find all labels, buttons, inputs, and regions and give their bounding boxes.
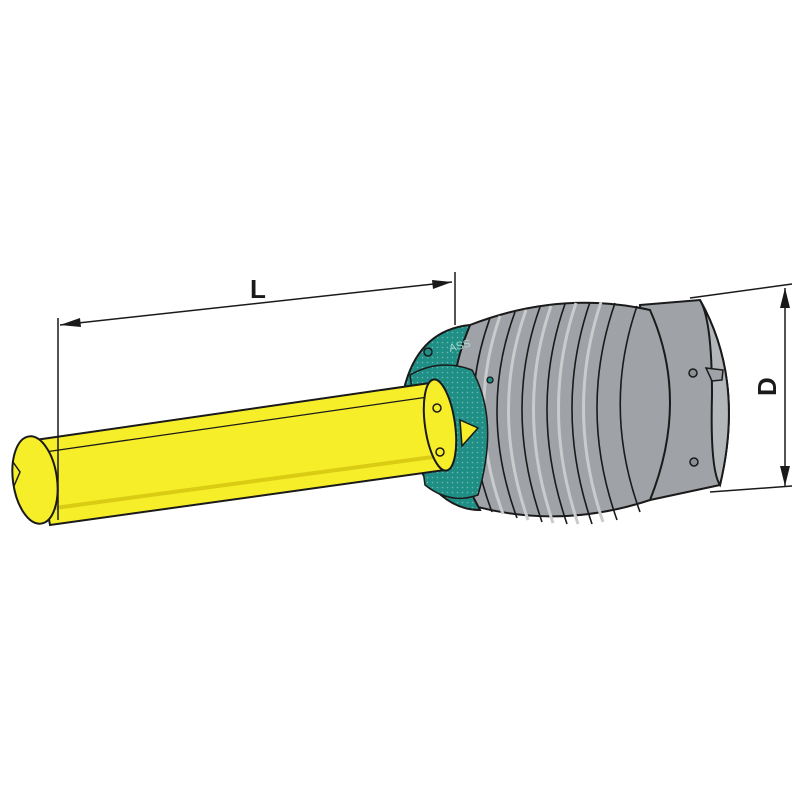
diameter-label: D xyxy=(752,377,782,396)
cone-text: ASS xyxy=(448,338,472,355)
tube-end-notch xyxy=(12,461,21,487)
tube-end-opening xyxy=(11,435,59,525)
tube-screw-icon xyxy=(435,447,445,457)
cone-screw-icon xyxy=(423,347,433,357)
flange-clip xyxy=(704,367,724,382)
flange-rim xyxy=(699,299,730,488)
length-dimension xyxy=(57,272,456,520)
diameter-arrow-bottom-icon xyxy=(780,466,790,486)
diameter-extension-top xyxy=(689,283,793,299)
diameter-arrow-top-icon xyxy=(780,288,790,308)
length-arrow-right-icon xyxy=(432,280,452,289)
diameter-dimension xyxy=(689,283,793,493)
tube-screw-icon xyxy=(432,403,442,413)
length-arrow-left-icon xyxy=(60,318,81,327)
tube-collar xyxy=(422,378,458,472)
flange-screw-icon xyxy=(689,457,699,467)
flange-screw-icon xyxy=(688,368,698,378)
tube-top-highlight xyxy=(44,395,436,453)
yellow-tube xyxy=(11,378,480,527)
diameter-extension-bottom xyxy=(709,485,793,493)
bellows-guard xyxy=(449,298,730,525)
tube-bottom-shade xyxy=(54,454,441,510)
length-label: L xyxy=(250,274,266,304)
tube-lock-tab xyxy=(459,418,480,448)
length-dimension-line xyxy=(59,281,453,326)
cone-screw-icon xyxy=(486,376,494,384)
bellows-ribs xyxy=(472,301,641,525)
